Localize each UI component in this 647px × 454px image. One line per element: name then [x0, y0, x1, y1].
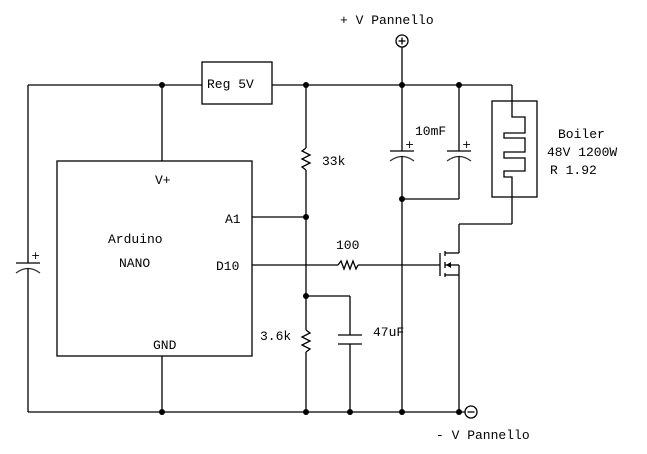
boiler-rating: 48V 1200W: [547, 145, 617, 160]
positive-terminal-icon: [395, 34, 409, 48]
arduino-name: Arduino: [108, 232, 163, 247]
top-rail: [28, 84, 513, 110]
resistor-33k: [300, 85, 312, 296]
regulator-label: Reg 5V: [207, 77, 254, 92]
arduino-box: [56, 160, 253, 357]
bulk-capacitor-label: 10mF: [415, 124, 446, 139]
resistor-100: [252, 259, 440, 271]
arduino-pin-a1: A1: [225, 212, 241, 227]
resistor-3-6k: [300, 296, 312, 412]
mosfet-icon: [439, 223, 512, 412]
arduino-pin-d10: D10: [216, 259, 239, 274]
boiler-resistance: R 1.92: [550, 163, 597, 178]
arduino-pin-gnd: GND: [153, 338, 177, 353]
negative-supply-label: - V Pannello: [436, 428, 530, 443]
boiler-name: Boiler: [558, 127, 605, 142]
junction-dots: [159, 82, 462, 415]
resistor-33k-label: 33k: [322, 154, 346, 169]
bulk-capacitor-1-plus: +: [405, 138, 414, 151]
positive-supply-label: + V Pannello: [340, 13, 434, 28]
resistor-100-label: 100: [336, 238, 359, 253]
capacitor-47uf: [306, 295, 362, 412]
input-capacitor: +: [15, 85, 41, 412]
negative-terminal-icon: [464, 405, 478, 419]
bulk-capacitor-2-plus: +: [462, 138, 471, 151]
arduino-pin-vplus: V+: [155, 173, 171, 188]
bulk-capacitor-2: +: [402, 85, 472, 200]
resistor-3-6k-label: 3.6k: [260, 329, 291, 344]
regulator-box: [201, 61, 273, 105]
bulk-capacitor-1: +: [389, 85, 415, 412]
arduino-model: NANO: [119, 256, 150, 271]
capacitor-47uf-label: 47uF: [373, 325, 404, 340]
input-capacitor-plus: +: [31, 249, 40, 262]
boiler-heater-icon: [491, 100, 538, 224]
